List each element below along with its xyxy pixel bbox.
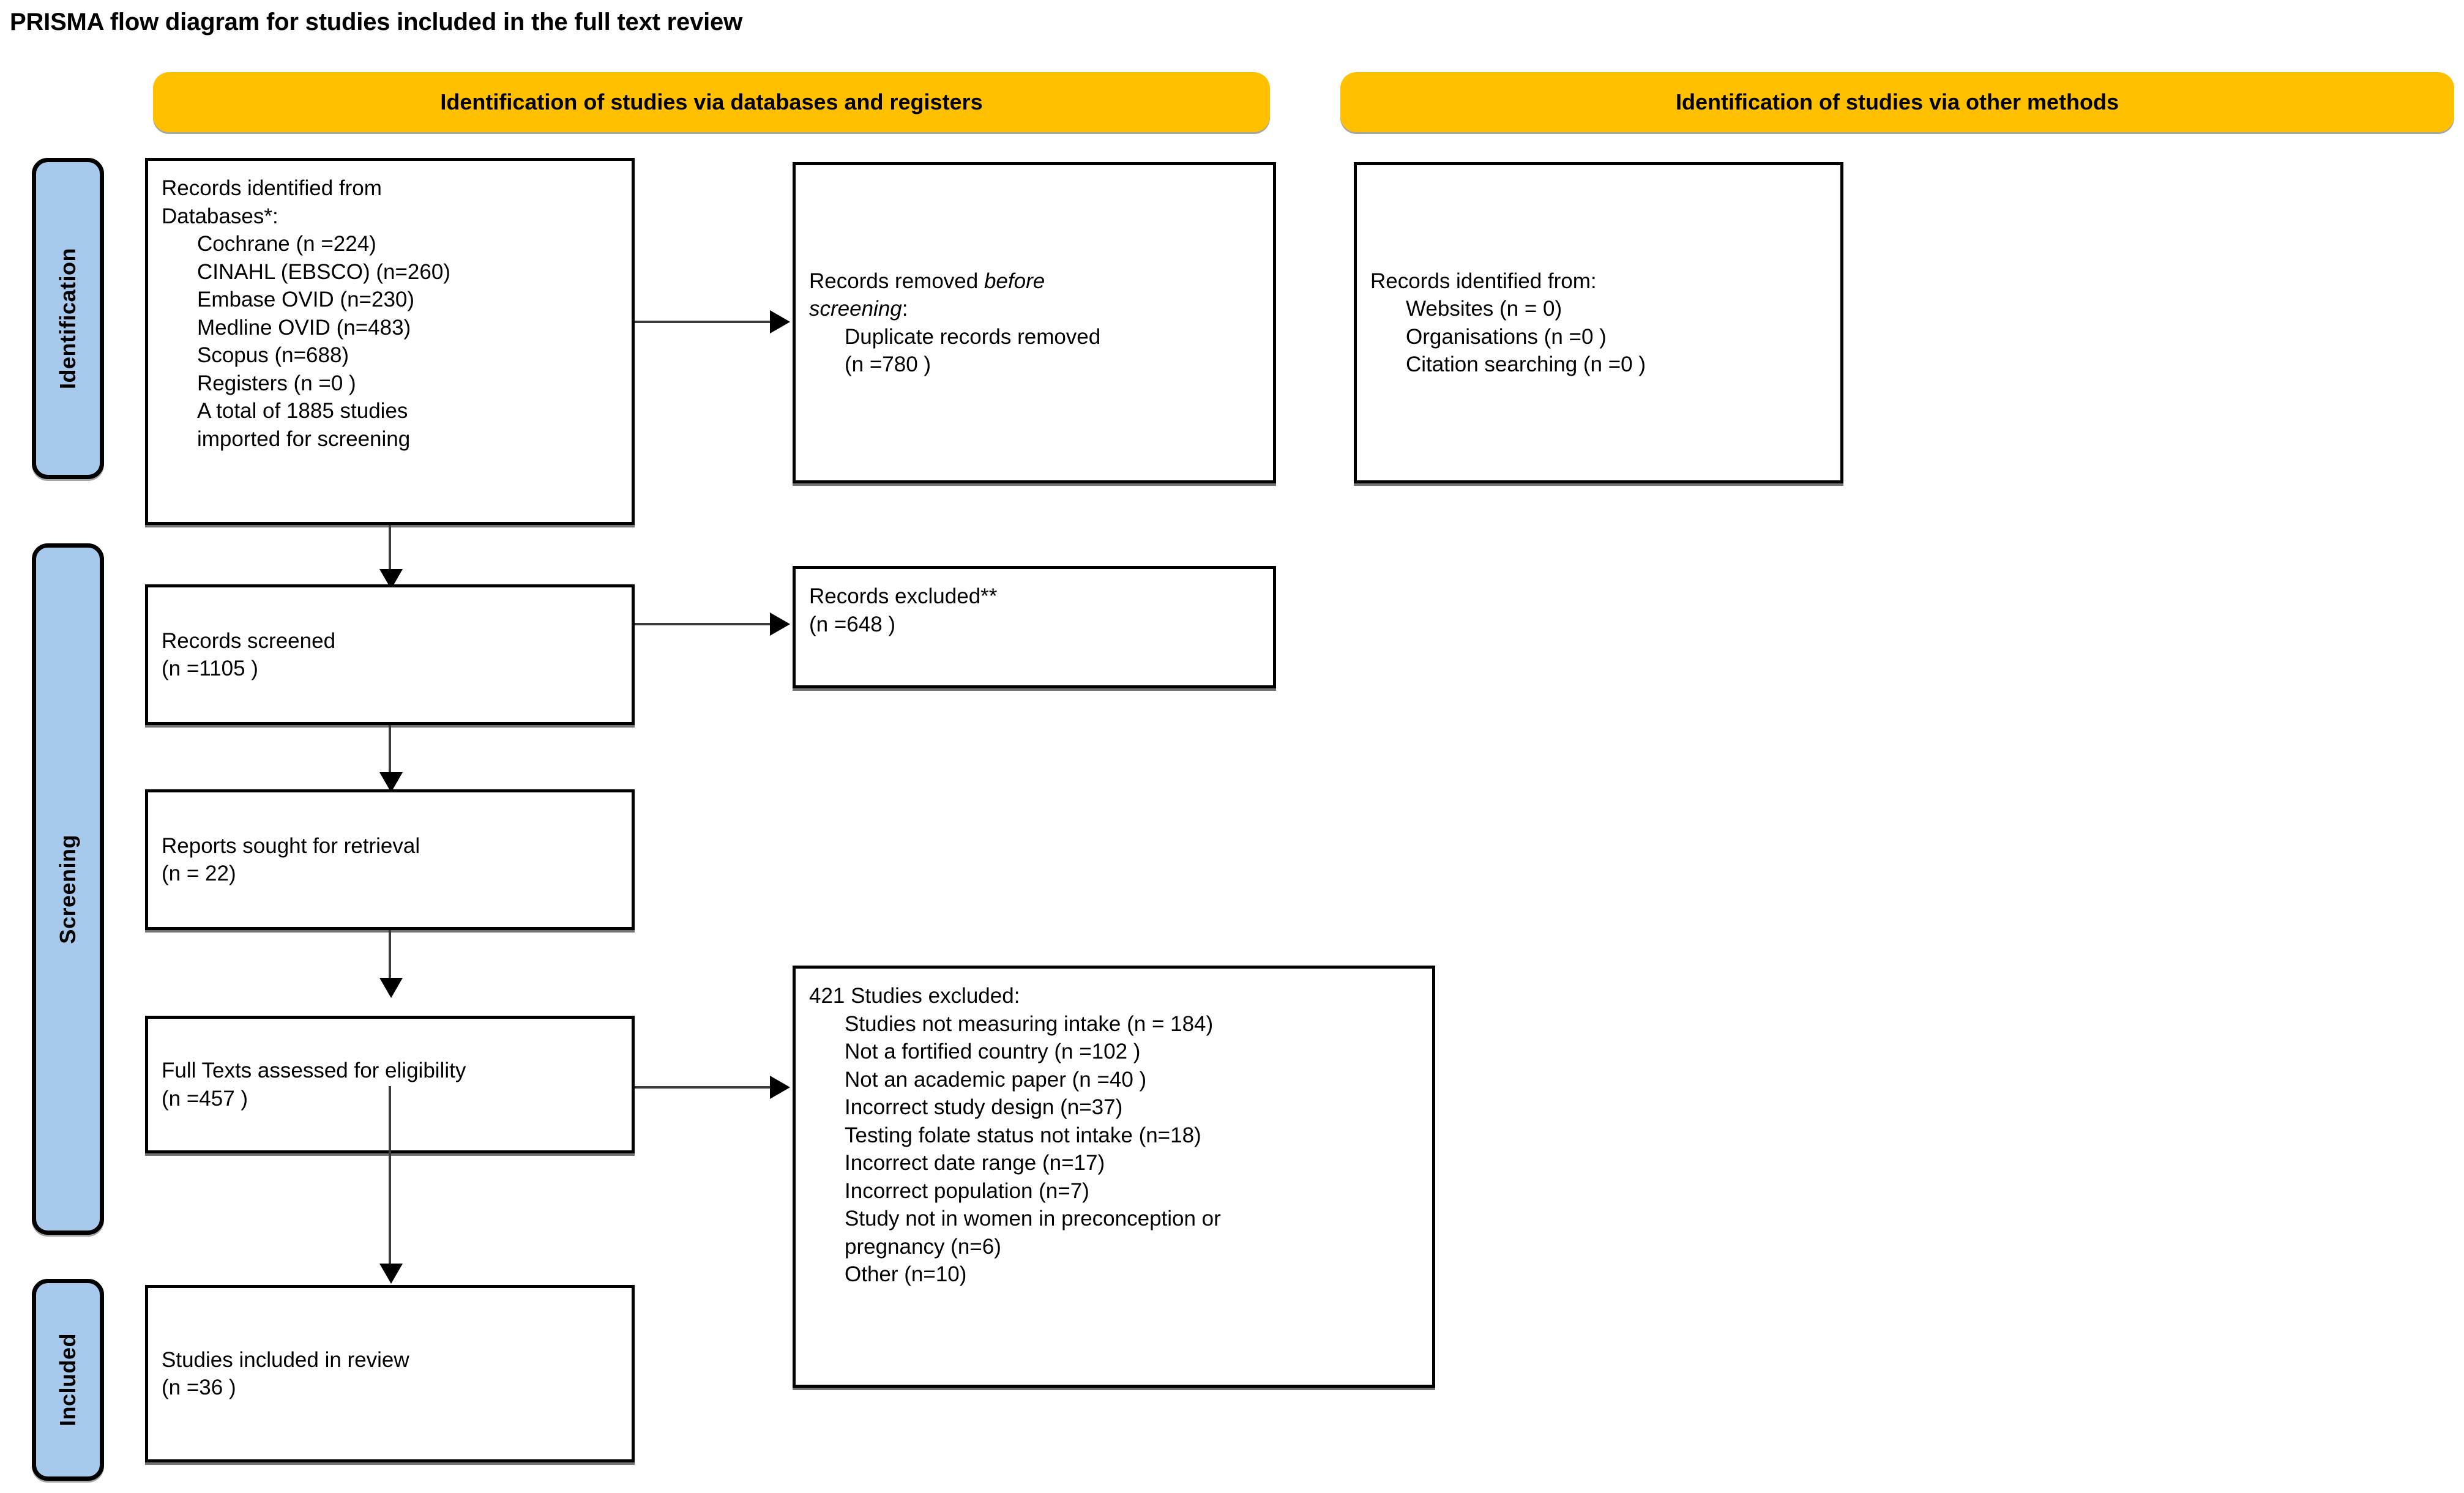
box-records-removed-before-screening: Records removed before screening: Duplic… <box>793 162 1276 483</box>
studies-excluded-item-1: Not a fortified country (n =102 ) <box>845 1040 1141 1063</box>
rail-included: Included <box>32 1279 104 1481</box>
records-identified-item-1: CINAHL (EBSCO) (n=260) <box>197 259 450 284</box>
records-identified-item-3: Medline OVID (n=483) <box>197 315 411 340</box>
other-methods-line1: Records identified from: <box>1370 269 1597 293</box>
studies-excluded-item-7: Study not in women in preconception or <box>845 1207 1221 1231</box>
page-title: PRISMA flow diagram for studies included… <box>10 9 743 35</box>
arrow-full-texts-to-studies-included <box>379 1264 403 1284</box>
connector-full-texts-to-studies-included <box>389 1086 391 1270</box>
box-records-excluded: Records excluded** (n =648 ) <box>793 566 1276 688</box>
records-screened-line2: (n =1105 ) <box>162 657 258 680</box>
records-identified-item-0: Cochrane (n =224) <box>197 232 376 256</box>
records-identified-item-4: Scopus (n=688) <box>197 343 349 367</box>
studies-excluded-item-6: Incorrect population (n=7) <box>845 1178 1089 1203</box>
full-texts-text: Full Texts assessed for eligibility (n =… <box>148 1057 632 1112</box>
box-studies-excluded: 421 Studies excluded: Studies not measur… <box>793 966 1435 1388</box>
records-identified-item-7: imported for screening <box>197 426 411 451</box>
studies-excluded-item-3: Incorrect study design (n=37) <box>845 1095 1123 1119</box>
box-records-identified-other-methods: Records identified from: Websites (n = 0… <box>1354 162 1843 483</box>
records-removed-item-1: (n =780 ) <box>845 352 931 376</box>
records-excluded-line2: (n =648 ) <box>809 612 896 636</box>
records-identified-line2: Databases*: <box>162 204 278 228</box>
studies-excluded-item-4: Testing folate status not intake (n=18) <box>845 1123 1201 1147</box>
connector-reports-sought-to-full-texts <box>389 930 391 994</box>
other-methods-item-0: Websites (n = 0) <box>1406 297 1562 321</box>
records-identified-item-2: Embase OVID (n=230) <box>197 288 415 311</box>
studies-excluded-item-2: Not an academic paper (n =40 ) <box>845 1067 1147 1092</box>
connector-screened-to-reports-sought <box>389 725 391 789</box>
connector-full-texts-to-studies-excluded <box>635 1086 772 1089</box>
studies-included-text: Studies included in review (n =36 ) <box>148 1346 632 1402</box>
records-removed-line1-emphasis: before <box>984 269 1045 293</box>
studies-excluded-item-9: Other (n=10) <box>845 1262 967 1286</box>
box-studies-included-in-review: Studies included in review (n =36 ) <box>145 1285 635 1462</box>
records-identified-item-5: Registers (n =0 ) <box>197 371 356 395</box>
records-excluded-line1: Records excluded** <box>809 584 998 608</box>
arrow-screened-to-excluded <box>770 612 790 636</box>
banner-databases-label: Identification of studies via databases … <box>440 89 983 114</box>
connector-screened-to-excluded <box>635 623 772 625</box>
studies-included-line1: Studies included in review <box>162 1347 409 1372</box>
arrow-full-texts-to-studies-excluded <box>770 1076 790 1099</box>
records-identified-line1: Records identified from <box>162 176 382 200</box>
records-removed-item-0: Duplicate records removed <box>845 324 1101 349</box>
studies-excluded-item-5: Incorrect date range (n=17) <box>845 1151 1105 1175</box>
other-methods-text: Records identified from: Websites (n = 0… <box>1357 267 1840 379</box>
rail-screening-label: Screening <box>55 834 80 944</box>
rail-identification-label: Identification <box>55 248 80 389</box>
records-screened-line1: Records screened <box>162 628 336 653</box>
other-methods-item-1: Organisations (n =0 ) <box>1406 324 1607 349</box>
reports-sought-line1: Reports sought for retrieval <box>162 833 420 858</box>
reports-sought-text: Reports sought for retrieval (n = 22) <box>148 832 632 888</box>
full-texts-line1: Full Texts assessed for eligibility <box>162 1059 466 1082</box>
studies-excluded-item-0: Studies not measuring intake (n = 184) <box>845 1011 1214 1036</box>
records-identified-text: Records identified from Databases*: Coch… <box>148 161 632 453</box>
banner-other-methods: Identification of studies via other meth… <box>1340 72 2454 132</box>
arrow-reports-sought-to-full-texts <box>379 978 403 998</box>
connector-identified-to-screened <box>389 525 391 586</box>
records-screened-text: Records screened (n =1105 ) <box>148 627 632 683</box>
box-reports-sought-for-retrieval: Reports sought for retrieval (n = 22) <box>145 789 635 930</box>
records-excluded-text: Records excluded** (n =648 ) <box>796 569 1273 638</box>
connector-identified-to-removed <box>635 321 772 323</box>
rail-included-label: Included <box>55 1333 80 1426</box>
arrow-screened-to-reports-sought <box>379 772 403 792</box>
box-records-screened: Records screened (n =1105 ) <box>145 584 635 725</box>
arrow-identified-to-removed <box>770 310 790 333</box>
records-identified-item-6: A total of 1885 studies <box>197 399 408 423</box>
rail-screening: Screening <box>32 543 104 1235</box>
studies-included-line2: (n =36 ) <box>162 1376 236 1399</box>
reports-sought-line2: (n = 22) <box>162 862 236 885</box>
records-removed-line1-pre: Records removed <box>809 269 984 293</box>
full-texts-line2: (n =457 ) <box>162 1086 248 1111</box>
records-removed-line2-emphasis: screening <box>809 297 902 321</box>
records-removed-line2-post: : <box>902 297 908 321</box>
studies-excluded-text: 421 Studies excluded: Studies not measur… <box>796 969 1432 1289</box>
studies-excluded-line1: 421 Studies excluded: <box>809 984 1020 1008</box>
studies-excluded-item-8: pregnancy (n=6) <box>845 1234 1001 1259</box>
box-records-identified-from-databases: Records identified from Databases*: Coch… <box>145 158 635 525</box>
banner-other-methods-label: Identification of studies via other meth… <box>1675 89 2119 114</box>
banner-databases-and-registers: Identification of studies via databases … <box>153 72 1270 132</box>
records-removed-text: Records removed before screening: Duplic… <box>796 267 1273 379</box>
rail-identification: Identification <box>32 158 104 479</box>
other-methods-item-2: Citation searching (n =0 ) <box>1406 352 1646 376</box>
